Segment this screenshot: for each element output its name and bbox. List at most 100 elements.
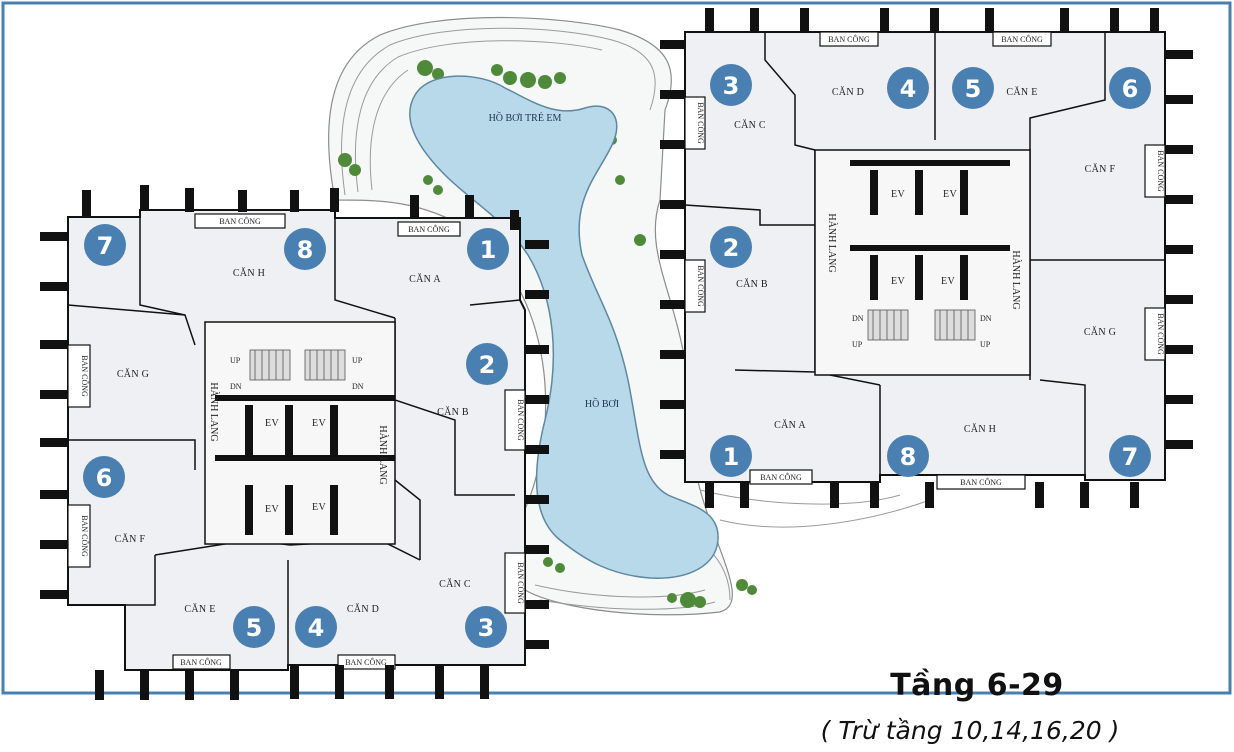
left-unit-e-label: CĂN E: [184, 603, 215, 615]
svg-text:8: 8: [900, 443, 917, 471]
left-balcony-left-f: [67, 504, 91, 568]
swimming-pool: [409, 75, 719, 579]
right-balcony-left-b: [684, 259, 706, 313]
svg-text:1: 1: [723, 443, 740, 471]
left-unit-c-label: CĂN C: [439, 578, 471, 590]
right-badge-4: 4: [887, 67, 929, 109]
right-balcony-top-e: [992, 31, 1052, 47]
right-stair-down-2: DN: [980, 314, 992, 323]
floor-title-text: Tầng 6-29: [890, 668, 1064, 703]
right-balcony-right-f: [1144, 144, 1166, 198]
right-badge-6: 6: [1109, 67, 1151, 109]
left-balcony-left-g: [67, 344, 91, 408]
left-unit-d-label: CĂN D: [347, 603, 379, 615]
left-badge-8: 8: [284, 228, 326, 270]
left-balcony-left-f-label: BAN CÔNG: [80, 515, 90, 557]
right-badge-3: 3: [710, 64, 752, 106]
left-facade-columns: [40, 185, 549, 700]
left-balcony-bottom-e: [172, 654, 231, 670]
left-elevator-2: EV: [312, 418, 326, 429]
right-balcony-right-g: [1144, 307, 1166, 361]
left-tower: UP DN UP DN EV EV EV EV HÀNH LANG HÀNH L…: [40, 185, 549, 700]
kids-pool-label: HỒ BƠI TRẺ EM: [489, 111, 562, 124]
right-unit-a-label: CĂN A: [774, 419, 806, 431]
right-unit-f-label: CĂN F: [1085, 163, 1116, 175]
right-balcony-top-d-label: BAN CÔNG: [828, 34, 870, 44]
svg-text:7: 7: [1122, 443, 1139, 471]
right-badge-7: 7: [1109, 435, 1151, 477]
right-balcony-bottom-h: [936, 474, 1026, 490]
right-facade-columns: [660, 8, 1193, 508]
svg-text:5: 5: [965, 75, 982, 103]
left-badge-7: 7: [84, 224, 126, 266]
floor-title: Tầng 6-29: [862, 668, 1092, 703]
right-stairs: [867, 309, 976, 341]
left-corridor-label-2: HÀNH LANG: [377, 425, 389, 484]
svg-text:3: 3: [478, 614, 495, 642]
right-elevator-1: EV: [891, 189, 905, 200]
svg-text:7: 7: [97, 232, 114, 260]
left-balcony-bottom-d: [337, 654, 396, 670]
right-unit-c-label: CĂN C: [734, 119, 766, 131]
right-balcony-left-b-label: BAN CÔNG: [696, 265, 706, 307]
right-stair-up-2: UP: [980, 340, 991, 349]
left-unit-g-label: CĂN G: [117, 368, 149, 380]
right-elevator-2: EV: [943, 189, 957, 200]
left-unit-h-label: CĂN H: [233, 267, 265, 279]
right-badge-5: 5: [952, 67, 994, 109]
svg-text:2: 2: [479, 351, 496, 379]
svg-text:6: 6: [1122, 75, 1139, 103]
left-balcony-left-g-label: BAN CÔNG: [80, 355, 90, 397]
right-balcony-left-c-label: BAN CÔNG: [696, 102, 706, 144]
right-stair-up-1: UP: [852, 340, 863, 349]
left-balcony-right-c-label: BAN CÔNG: [516, 562, 526, 604]
left-balcony-bottom-e-label: BAN CÔNG: [180, 657, 222, 667]
left-balcony-bottom-d-label: BAN CÔNG: [345, 657, 387, 667]
left-elevator-1: EV: [265, 418, 279, 429]
right-unit-g-label: CĂN G: [1084, 326, 1116, 338]
svg-text:3: 3: [723, 72, 740, 100]
left-unit-b-label: CĂN B: [437, 406, 469, 418]
left-badge-3: 3: [465, 606, 507, 648]
left-elevator-4: EV: [312, 502, 326, 513]
svg-text:4: 4: [900, 75, 917, 103]
left-badge-6: 6: [83, 456, 125, 498]
right-balcony-bottom-a: [749, 469, 813, 485]
left-balcony-top-h-label: BAN CÔNG: [219, 216, 261, 226]
right-badge-2: 2: [710, 226, 752, 268]
left-badge-1: 1: [467, 228, 509, 270]
greenery: [338, 60, 757, 608]
left-core: [204, 321, 396, 545]
floor-subtitle: ( Trừ tầng 10,14,16,20 ): [820, 716, 1120, 745]
left-unit-f-label: CĂN F: [115, 533, 146, 545]
left-balcony-right-b: [504, 389, 526, 451]
svg-text:8: 8: [297, 236, 314, 264]
right-balcony-right-f-label: BAN CÔNG: [1156, 150, 1166, 192]
left-badge-5: 5: [233, 606, 275, 648]
right-tower: DN UP DN UP EV EV EV EV HÀNH LANG HÀNH L…: [660, 8, 1193, 508]
right-unit-e-label: CĂN E: [1006, 86, 1037, 98]
left-stair-up-2: UP: [352, 356, 363, 365]
right-balcony-right-g-label: BAN CÔNG: [1156, 313, 1166, 355]
right-unit-h-label: CĂN H: [964, 423, 996, 435]
svg-text:2: 2: [723, 234, 740, 262]
left-badge-4: 4: [295, 606, 337, 648]
right-badge-8: 8: [887, 435, 929, 477]
right-elevator-4: EV: [941, 276, 955, 287]
main-pool-label: HỒ BƠI: [585, 397, 619, 410]
left-balcony-top-a-label: BAN CÔNG: [408, 224, 450, 234]
svg-text:4: 4: [308, 614, 325, 642]
right-corridor-label-1: HÀNH LANG: [826, 213, 838, 272]
left-stairs: [249, 349, 346, 381]
left-stair-down-2: DN: [352, 382, 364, 391]
left-balcony-top-h: [194, 213, 286, 229]
right-balcony-top-d: [819, 31, 879, 47]
right-stair-down-1: DN: [852, 314, 864, 323]
right-elevator-3: EV: [891, 276, 905, 287]
left-balcony-right-c: [504, 552, 526, 614]
right-unit-b-label: CĂN B: [736, 278, 768, 290]
right-badge-1: 1: [710, 435, 752, 477]
right-corridor-label-2: HÀNH LANG: [1010, 250, 1022, 309]
svg-text:5: 5: [246, 614, 263, 642]
